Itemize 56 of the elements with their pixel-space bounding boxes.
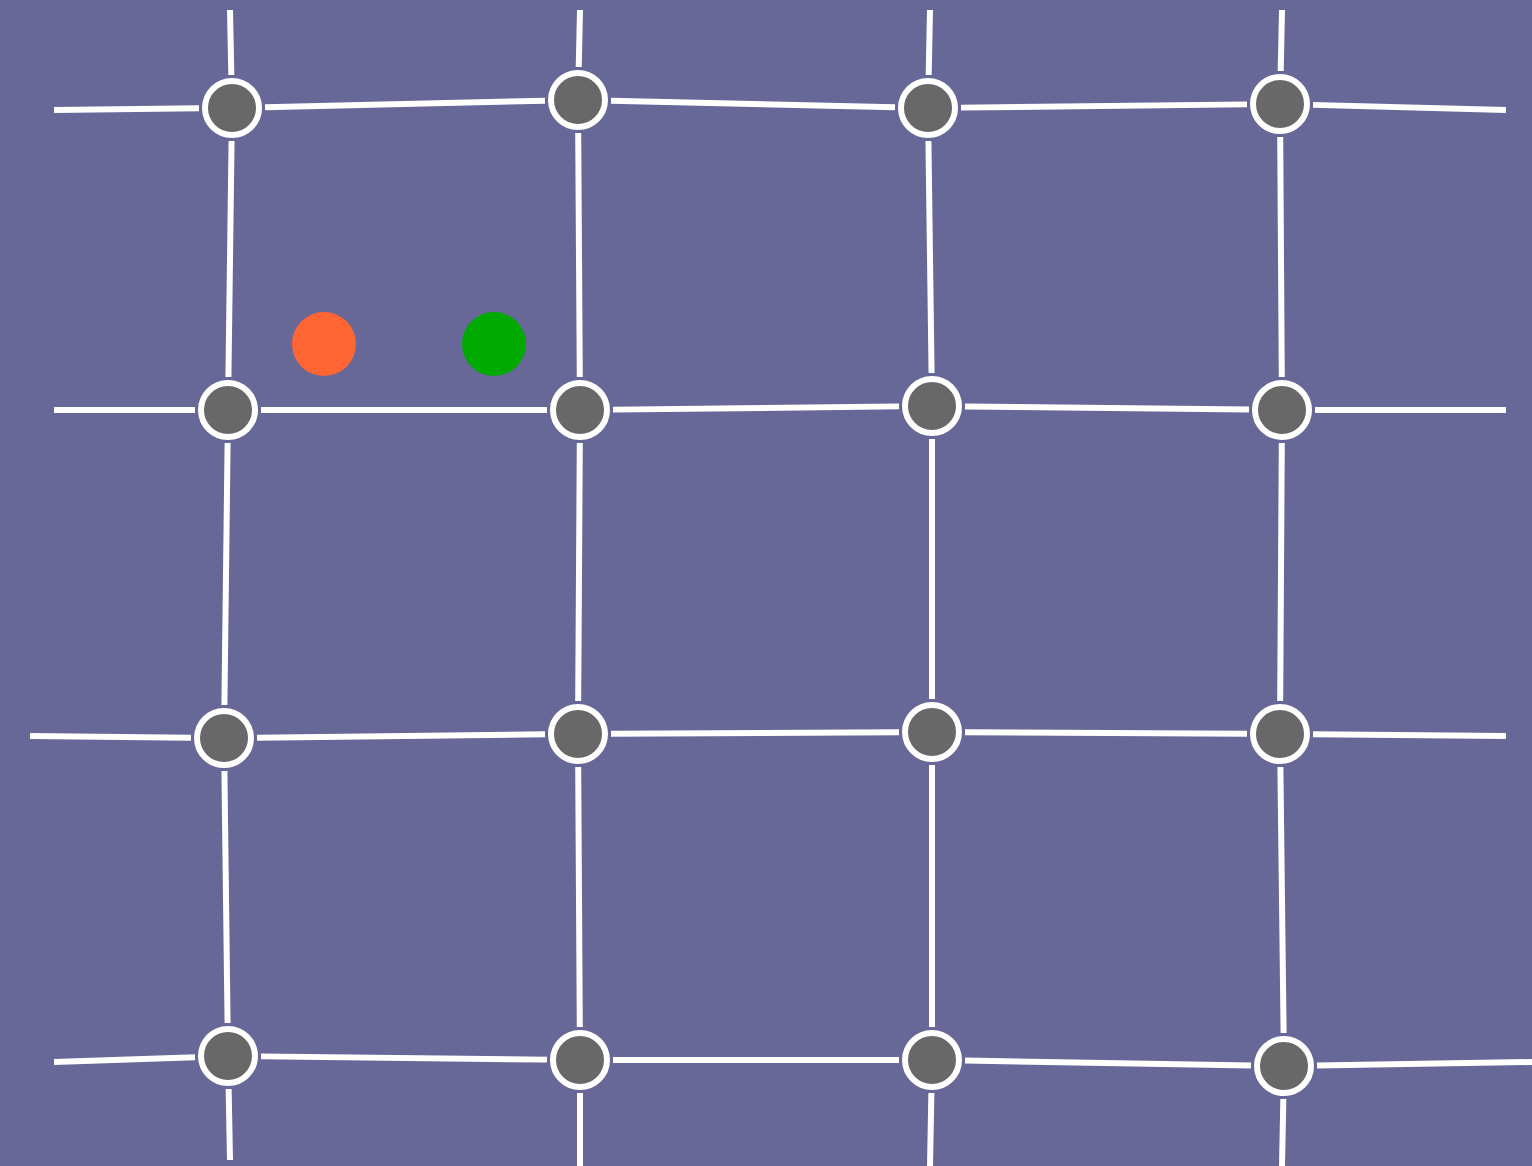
grid-line <box>29 733 192 741</box>
grid-line <box>53 1054 196 1065</box>
grid-line <box>1279 1098 1287 1166</box>
grid-line <box>256 731 546 741</box>
grid-node <box>1250 74 1310 134</box>
grid-line <box>264 97 546 111</box>
grid-node <box>902 702 962 762</box>
grid-node <box>902 376 962 436</box>
grid-line <box>53 105 200 113</box>
grid-line <box>925 9 933 76</box>
grid-line <box>261 407 547 413</box>
grid-line <box>610 97 896 111</box>
grid-line <box>1315 407 1506 413</box>
grid-line <box>927 1092 935 1166</box>
grid-line <box>1312 731 1507 739</box>
grid-line <box>577 1093 583 1166</box>
grid-line <box>221 770 231 1024</box>
grid-line <box>964 1057 1252 1069</box>
grid-line <box>225 1088 233 1161</box>
grid-line <box>1312 101 1507 113</box>
grid-line <box>260 1053 548 1063</box>
grid-node <box>898 78 958 138</box>
grid-line <box>575 132 583 378</box>
grid-line <box>227 9 235 76</box>
grid-line <box>964 403 1250 413</box>
grid-line <box>1277 766 1287 1034</box>
grid-line <box>225 140 235 378</box>
grid-line <box>1316 1059 1532 1069</box>
grid-line <box>1277 9 1285 72</box>
grid-node <box>550 1030 610 1090</box>
grid-line <box>964 729 1248 737</box>
grid-line <box>221 442 231 706</box>
grid-line <box>1277 442 1285 702</box>
grid-node <box>198 1026 258 1086</box>
grid-line <box>925 140 935 374</box>
grid-node <box>198 380 258 440</box>
grid-node <box>1252 380 1312 440</box>
grid-node <box>202 78 262 138</box>
grid-node <box>550 380 610 440</box>
grid-line <box>929 765 935 1027</box>
grid-line <box>575 9 583 68</box>
grid-line <box>575 766 583 1028</box>
grid-node <box>902 1030 962 1090</box>
grid-node <box>1250 704 1310 764</box>
grid-node <box>548 70 608 130</box>
grid-node <box>194 708 254 768</box>
grid-node <box>1254 1036 1314 1096</box>
grid-line <box>929 439 935 699</box>
grid-line <box>960 101 1248 111</box>
grid-line <box>575 442 583 702</box>
grid-line <box>1277 136 1285 378</box>
grid-line <box>613 1057 899 1063</box>
grid-line <box>611 729 899 737</box>
grid-line <box>54 407 195 413</box>
grid-node <box>548 704 608 764</box>
grid-line <box>612 403 900 413</box>
